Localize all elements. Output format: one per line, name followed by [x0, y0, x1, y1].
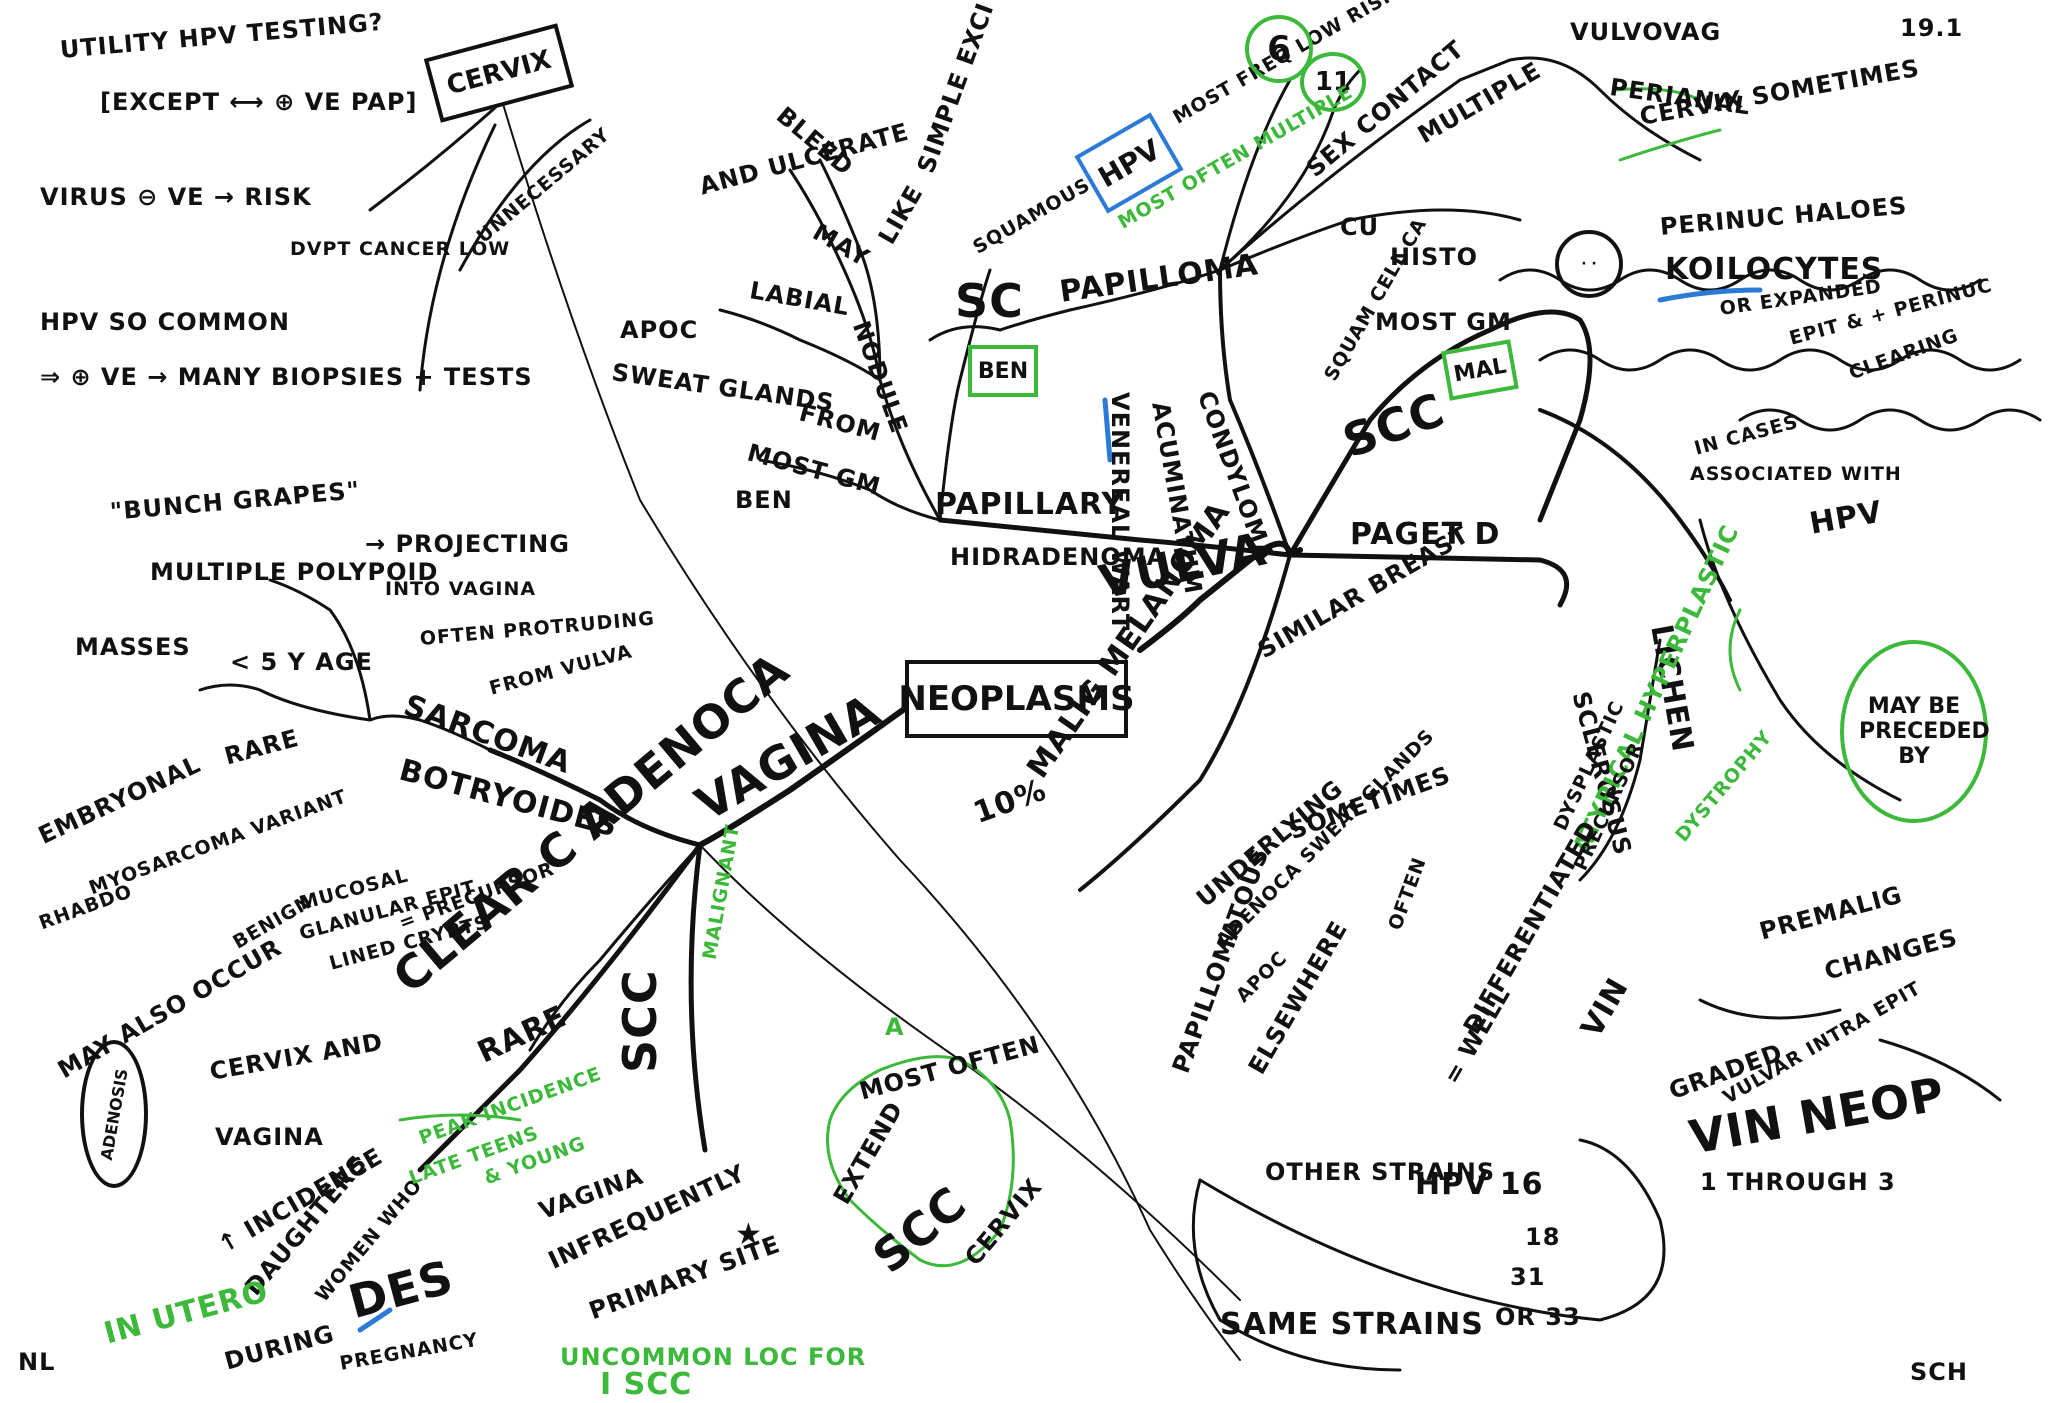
venereal-wart-label: VENEREAL WART [1106, 392, 1134, 632]
hpv-type-11-label: 11 [1314, 67, 1352, 97]
vagina2-label: VAGINA [215, 1123, 324, 1151]
ben-label: BEN [735, 486, 793, 514]
associated-with-label: ASSOCIATED WITH [1690, 463, 1902, 485]
hpv-type-6-label: 6 [1267, 29, 1291, 69]
signature: SCH [1910, 1358, 1968, 1386]
may-be-preceded-by-label: MAY BE PRECEDED BY [1859, 694, 1990, 769]
multiple-polypoid-label: MULTIPLE POLYPOID [150, 558, 439, 586]
center-node-neoplasms: NEOPLASMS [898, 660, 1135, 738]
hpv-so-common-label: HPV SO COMMON [40, 308, 290, 336]
virus-negative-risk-label: VIRUS ⊖ VE → RISK [40, 183, 312, 211]
mal-box-label: MAL [1451, 353, 1509, 387]
histo-label: HISTO [1390, 243, 1479, 271]
one-scc-label: I SCC [600, 1367, 693, 1402]
hpv-33-label: OR 33 [1495, 1303, 1581, 1331]
hidradenoma-label: HIDRADENOMA [950, 543, 1167, 571]
ben-box: BEN [968, 345, 1038, 397]
star-icon: ★ [735, 1217, 763, 1252]
hpv-31-label: 31 [1510, 1263, 1546, 1291]
hpv-box-label: HPV [1092, 132, 1166, 194]
center-node-label: NEOPLASMS [898, 679, 1135, 719]
other-strains-label: OTHER STRAINS [1265, 1158, 1496, 1186]
cervix-node-label: CERVIX [443, 44, 555, 102]
except-positive-pap-label: [EXCEPT ⟷ ⊕ VE PAP] [100, 88, 418, 116]
a-label: A [885, 1013, 905, 1041]
one-through-three-label: 1 THROUGH 3 [1700, 1168, 1896, 1196]
ben-box-label: BEN [977, 358, 1029, 384]
koilocytes-label: KOILOCYTES [1665, 252, 1884, 287]
hpv-type-11-circle: 11 [1300, 52, 1366, 112]
initials: NL [18, 1348, 56, 1376]
cu-label: CU [1340, 213, 1380, 241]
koilocyte-nucleus: · · [1581, 256, 1597, 272]
same-strains-label: SAME STRAINS [1220, 1307, 1484, 1342]
uncommon-loc-label: UNCOMMON LOC FOR [560, 1343, 867, 1371]
sc-label: SC [955, 274, 1024, 328]
papillary-label: PAPILLARY [935, 487, 1125, 522]
may-be-preceded-by-circle: MAY BE PRECEDED BY [1840, 640, 1990, 823]
koilocyte-cell-icon: · · [1555, 230, 1623, 298]
age-label: < 5 Y AGE [230, 648, 373, 676]
page-number: 19.1 [1900, 14, 1964, 42]
paget-label: PAGET D [1350, 517, 1501, 552]
hpv-18-label: 18 [1525, 1223, 1561, 1251]
hpv-type-6-circle: 6 [1245, 15, 1313, 83]
into-vagina-label: INTO VAGINA [385, 578, 537, 600]
vulvovag-label: VULVOVAG [1570, 18, 1722, 46]
masses-label: MASSES [75, 633, 191, 661]
many-biopsies-label: ⇒ ⊕ VE → MANY BIOPSIES + TESTS [40, 363, 533, 391]
most-gm-mal-label: MOST GM [1375, 308, 1512, 336]
projecting-label: → PROJECTING [365, 530, 570, 558]
apoc-label: APOC [620, 316, 699, 344]
vagina-scc-label: SCC [613, 969, 667, 1073]
dvpt-cancer-low-label: DVPT CANCER LOW [290, 238, 511, 260]
adenosis-circle: ADENOSIS [80, 1040, 148, 1188]
adenosis-label: ADENOSIS [96, 1066, 132, 1162]
hpv-16-label: HPV 16 [1415, 1167, 1544, 1202]
